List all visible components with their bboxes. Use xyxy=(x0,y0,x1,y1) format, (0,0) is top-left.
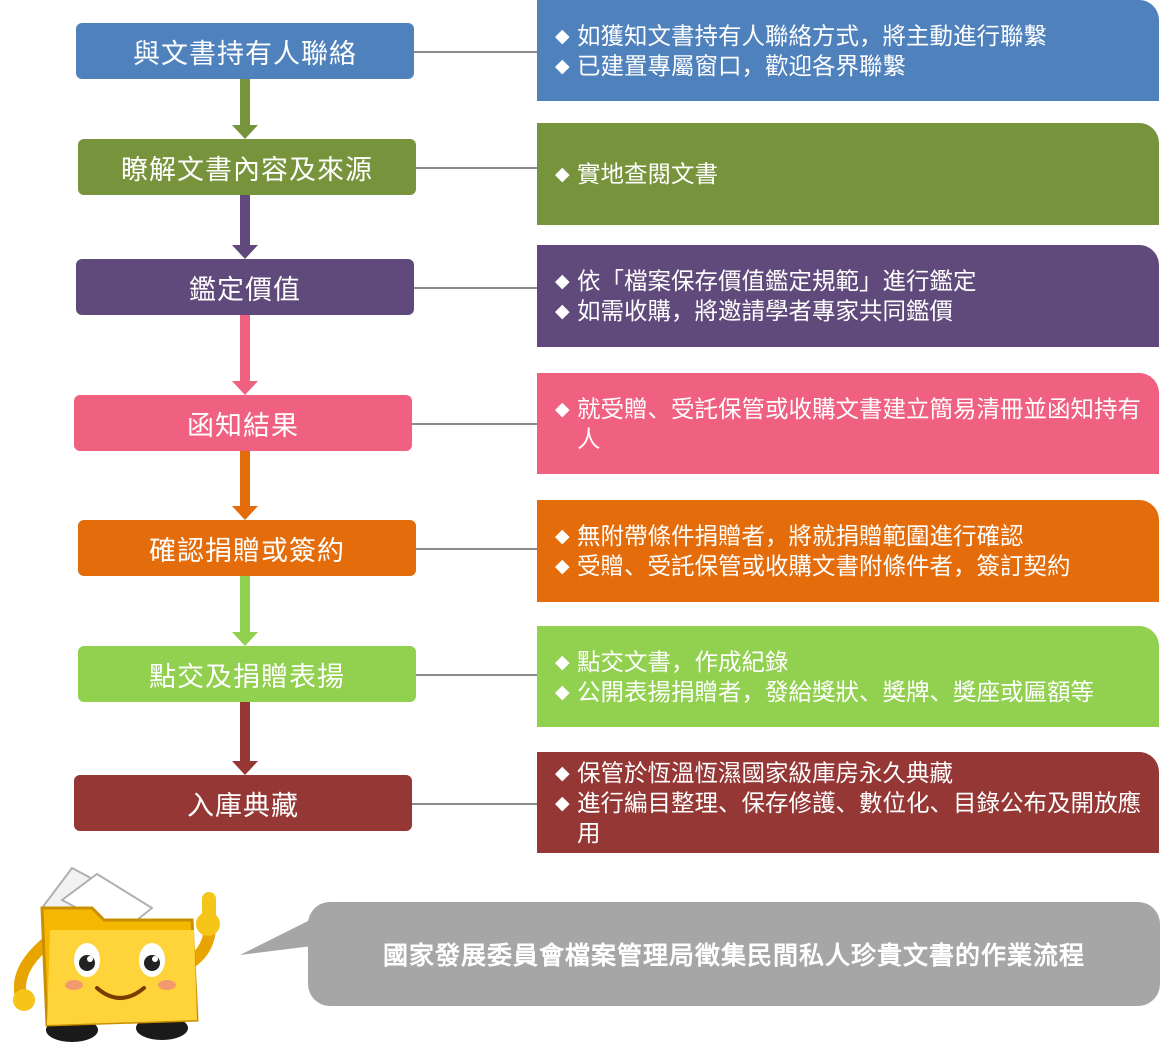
arrow-down-icon xyxy=(232,245,258,259)
detail-bullet: ◆ 已建置專屬窗口，歡迎各界聯繫 xyxy=(555,51,1145,81)
detail-bullet: ◆ 受贈、受託保管或收購文書附條件者，簽訂契約 xyxy=(555,551,1145,581)
diamond-bullet-icon: ◆ xyxy=(555,555,570,577)
connector-line xyxy=(412,803,537,805)
flow-step-5: 確認捐贈或簽約 xyxy=(78,520,416,576)
detail-bullet: ◆ 點交文書，作成紀錄 xyxy=(555,647,1145,677)
detail-bullet-text: 實地查閱文書 xyxy=(577,160,718,188)
diamond-bullet-icon: ◆ xyxy=(555,270,570,292)
flow-arrow-shaft xyxy=(240,702,250,762)
diamond-bullet-icon: ◆ xyxy=(555,650,570,673)
flow-step-7: 入庫典藏 xyxy=(74,775,412,831)
flow-step-4: 函知結果 xyxy=(74,395,412,451)
detail-bullet-text: 如獲知文書持有人聯絡方式，將主動進行聯繫 xyxy=(577,21,1047,50)
diamond-bullet-icon: ◆ xyxy=(555,680,570,703)
detail-panel-1: ◆ 如獲知文書持有人聯絡方式，將主動進行聯繫 ◆ 已建置專屬窗口，歡迎各界聯繫 xyxy=(537,0,1159,101)
detail-bullet-text: 進行編目整理、保存修護、數位化、目錄公布及開放應用 xyxy=(577,788,1141,847)
detail-bullet: ◆ 無附帶條件捐贈者，將就捐贈範圍進行確認 xyxy=(555,521,1145,551)
detail-bullet: ◆ 進行編目整理、保存修護、數位化、目錄公布及開放應用 xyxy=(555,788,1145,848)
detail-bullet: ◆ 保管於恆溫恆濕國家級庫房永久典藏 xyxy=(555,758,1145,788)
flow-step-label: 函知結果 xyxy=(187,410,299,442)
detail-bullet-text: 點交文書，作成紀錄 xyxy=(577,647,789,676)
arrow-down-icon xyxy=(232,632,258,646)
flow-step-label: 與文書持有人聯絡 xyxy=(133,38,357,70)
diamond-bullet-icon: ◆ xyxy=(555,54,570,77)
detail-bullet-text: 受贈、受託保管或收購文書附條件者，簽訂契約 xyxy=(577,552,1071,580)
detail-panel-3: ◆ 依「檔案保存價值鑑定規範」進行鑑定 ◆ 如需收購，將邀請學者專家共同鑑價 xyxy=(537,245,1159,347)
diamond-bullet-icon: ◆ xyxy=(555,761,570,784)
flow-step-label: 入庫典藏 xyxy=(187,790,299,822)
arrow-down-icon xyxy=(232,761,258,775)
diamond-bullet-icon: ◆ xyxy=(555,163,570,185)
arrow-down-icon xyxy=(232,381,258,395)
diamond-bullet-icon: ◆ xyxy=(555,525,570,547)
folder-mascot-icon xyxy=(12,860,222,1049)
detail-bullet: ◆ 依「檔案保存價值鑑定規範」進行鑑定 xyxy=(555,266,1145,296)
detail-bullet-text: 依「檔案保存價值鑑定規範」進行鑑定 xyxy=(577,267,977,295)
connector-line xyxy=(414,51,537,53)
detail-bullet: ◆ 如需收購，將邀請學者專家共同鑑價 xyxy=(555,296,1145,326)
flow-arrow-shaft xyxy=(240,79,250,126)
speech-bubble: 國家發展委員會檔案管理局徵集民間私人珍貴文書的作業流程 xyxy=(308,902,1160,1006)
flow-step-6: 點交及捐贈表揚 xyxy=(78,646,416,702)
detail-bullet: ◆ 實地查閱文書 xyxy=(555,159,1145,189)
flow-arrow-shaft xyxy=(240,195,250,246)
detail-panel-2: ◆ 實地查閱文書 xyxy=(537,123,1159,225)
flow-step-2: 瞭解文書內容及來源 xyxy=(78,139,416,195)
flow-step-label: 確認捐贈或簽約 xyxy=(149,535,345,567)
connector-line xyxy=(414,287,537,289)
connector-line xyxy=(416,167,537,169)
flow-step-1: 與文書持有人聯絡 xyxy=(76,23,414,79)
detail-panel-5: ◆ 無附帶條件捐贈者，將就捐贈範圍進行確認 ◆ 受贈、受託保管或收購文書附條件者，簽訂… xyxy=(537,500,1159,602)
detail-bullet: ◆ 就受贈、受託保管或收購文書建立簡易清冊並函知持有人 xyxy=(555,394,1145,454)
detail-bullet-text: 公開表揚捐贈者，發給獎狀、獎牌、獎座或匾額等 xyxy=(577,677,1094,706)
detail-bullet-text: 就受贈、受託保管或收購文書建立簡易清冊並函知持有人 xyxy=(577,394,1141,453)
flow-arrow-shaft xyxy=(240,576,250,633)
detail-panel-4: ◆ 就受贈、受託保管或收購文書建立簡易清冊並函知持有人 xyxy=(537,373,1159,474)
detail-bullet-text: 保管於恆溫恆濕國家級庫房永久典藏 xyxy=(577,758,953,787)
detail-bullet-text: 無附帶條件捐贈者，將就捐贈範圍進行確認 xyxy=(577,522,1024,550)
flow-step-label: 鑑定價值 xyxy=(189,274,301,306)
flow-step-label: 瞭解文書內容及來源 xyxy=(121,154,373,186)
arrow-down-icon xyxy=(232,506,258,520)
connector-line xyxy=(416,548,537,550)
detail-panel-6: ◆ 點交文書，作成紀錄 ◆ 公開表揚捐贈者，發給獎狀、獎牌、獎座或匾額等 xyxy=(537,626,1159,727)
flow-arrow-shaft xyxy=(240,451,250,507)
caption-text: 國家發展委員會檔案管理局徵集民間私人珍貴文書的作業流程 xyxy=(382,941,1085,970)
speech-tail xyxy=(240,915,320,969)
detail-bullet-text: 已建置專屬窗口，歡迎各界聯繫 xyxy=(577,51,906,80)
connector-line xyxy=(416,674,537,676)
diamond-bullet-icon: ◆ xyxy=(555,791,570,814)
detail-bullet-text: 如需收購，將邀請學者專家共同鑑價 xyxy=(577,297,953,325)
arrow-down-icon xyxy=(232,125,258,139)
flow-arrow-shaft xyxy=(240,315,250,382)
diamond-bullet-icon: ◆ xyxy=(555,300,570,322)
connector-line xyxy=(412,423,537,425)
detail-bullet: ◆ 如獲知文書持有人聯絡方式，將主動進行聯繫 xyxy=(555,21,1145,51)
flow-step-label: 點交及捐贈表揚 xyxy=(149,661,345,693)
diamond-bullet-icon: ◆ xyxy=(555,24,570,47)
diamond-bullet-icon: ◆ xyxy=(555,397,570,420)
detail-bullet: ◆ 公開表揚捐贈者，發給獎狀、獎牌、獎座或匾額等 xyxy=(555,677,1145,707)
detail-panel-7: ◆ 保管於恆溫恆濕國家級庫房永久典藏 ◆ 進行編目整理、保存修護、數位化、目錄公布及開… xyxy=(537,752,1159,853)
flow-step-3: 鑑定價值 xyxy=(76,259,414,315)
